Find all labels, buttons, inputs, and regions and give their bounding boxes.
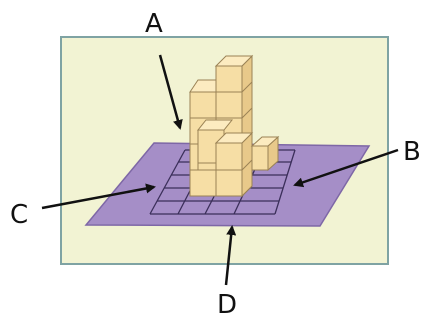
label-d: D [217,290,237,320]
label-c: C [10,200,28,230]
arrow-a [158,54,183,130]
cube-stacks [189,54,280,198]
label-a: A [145,9,163,39]
arrow-b [293,148,399,188]
arrows [41,54,399,286]
arrow-d [224,225,237,286]
label-b: B [403,137,421,167]
arrow-c [41,183,156,210]
